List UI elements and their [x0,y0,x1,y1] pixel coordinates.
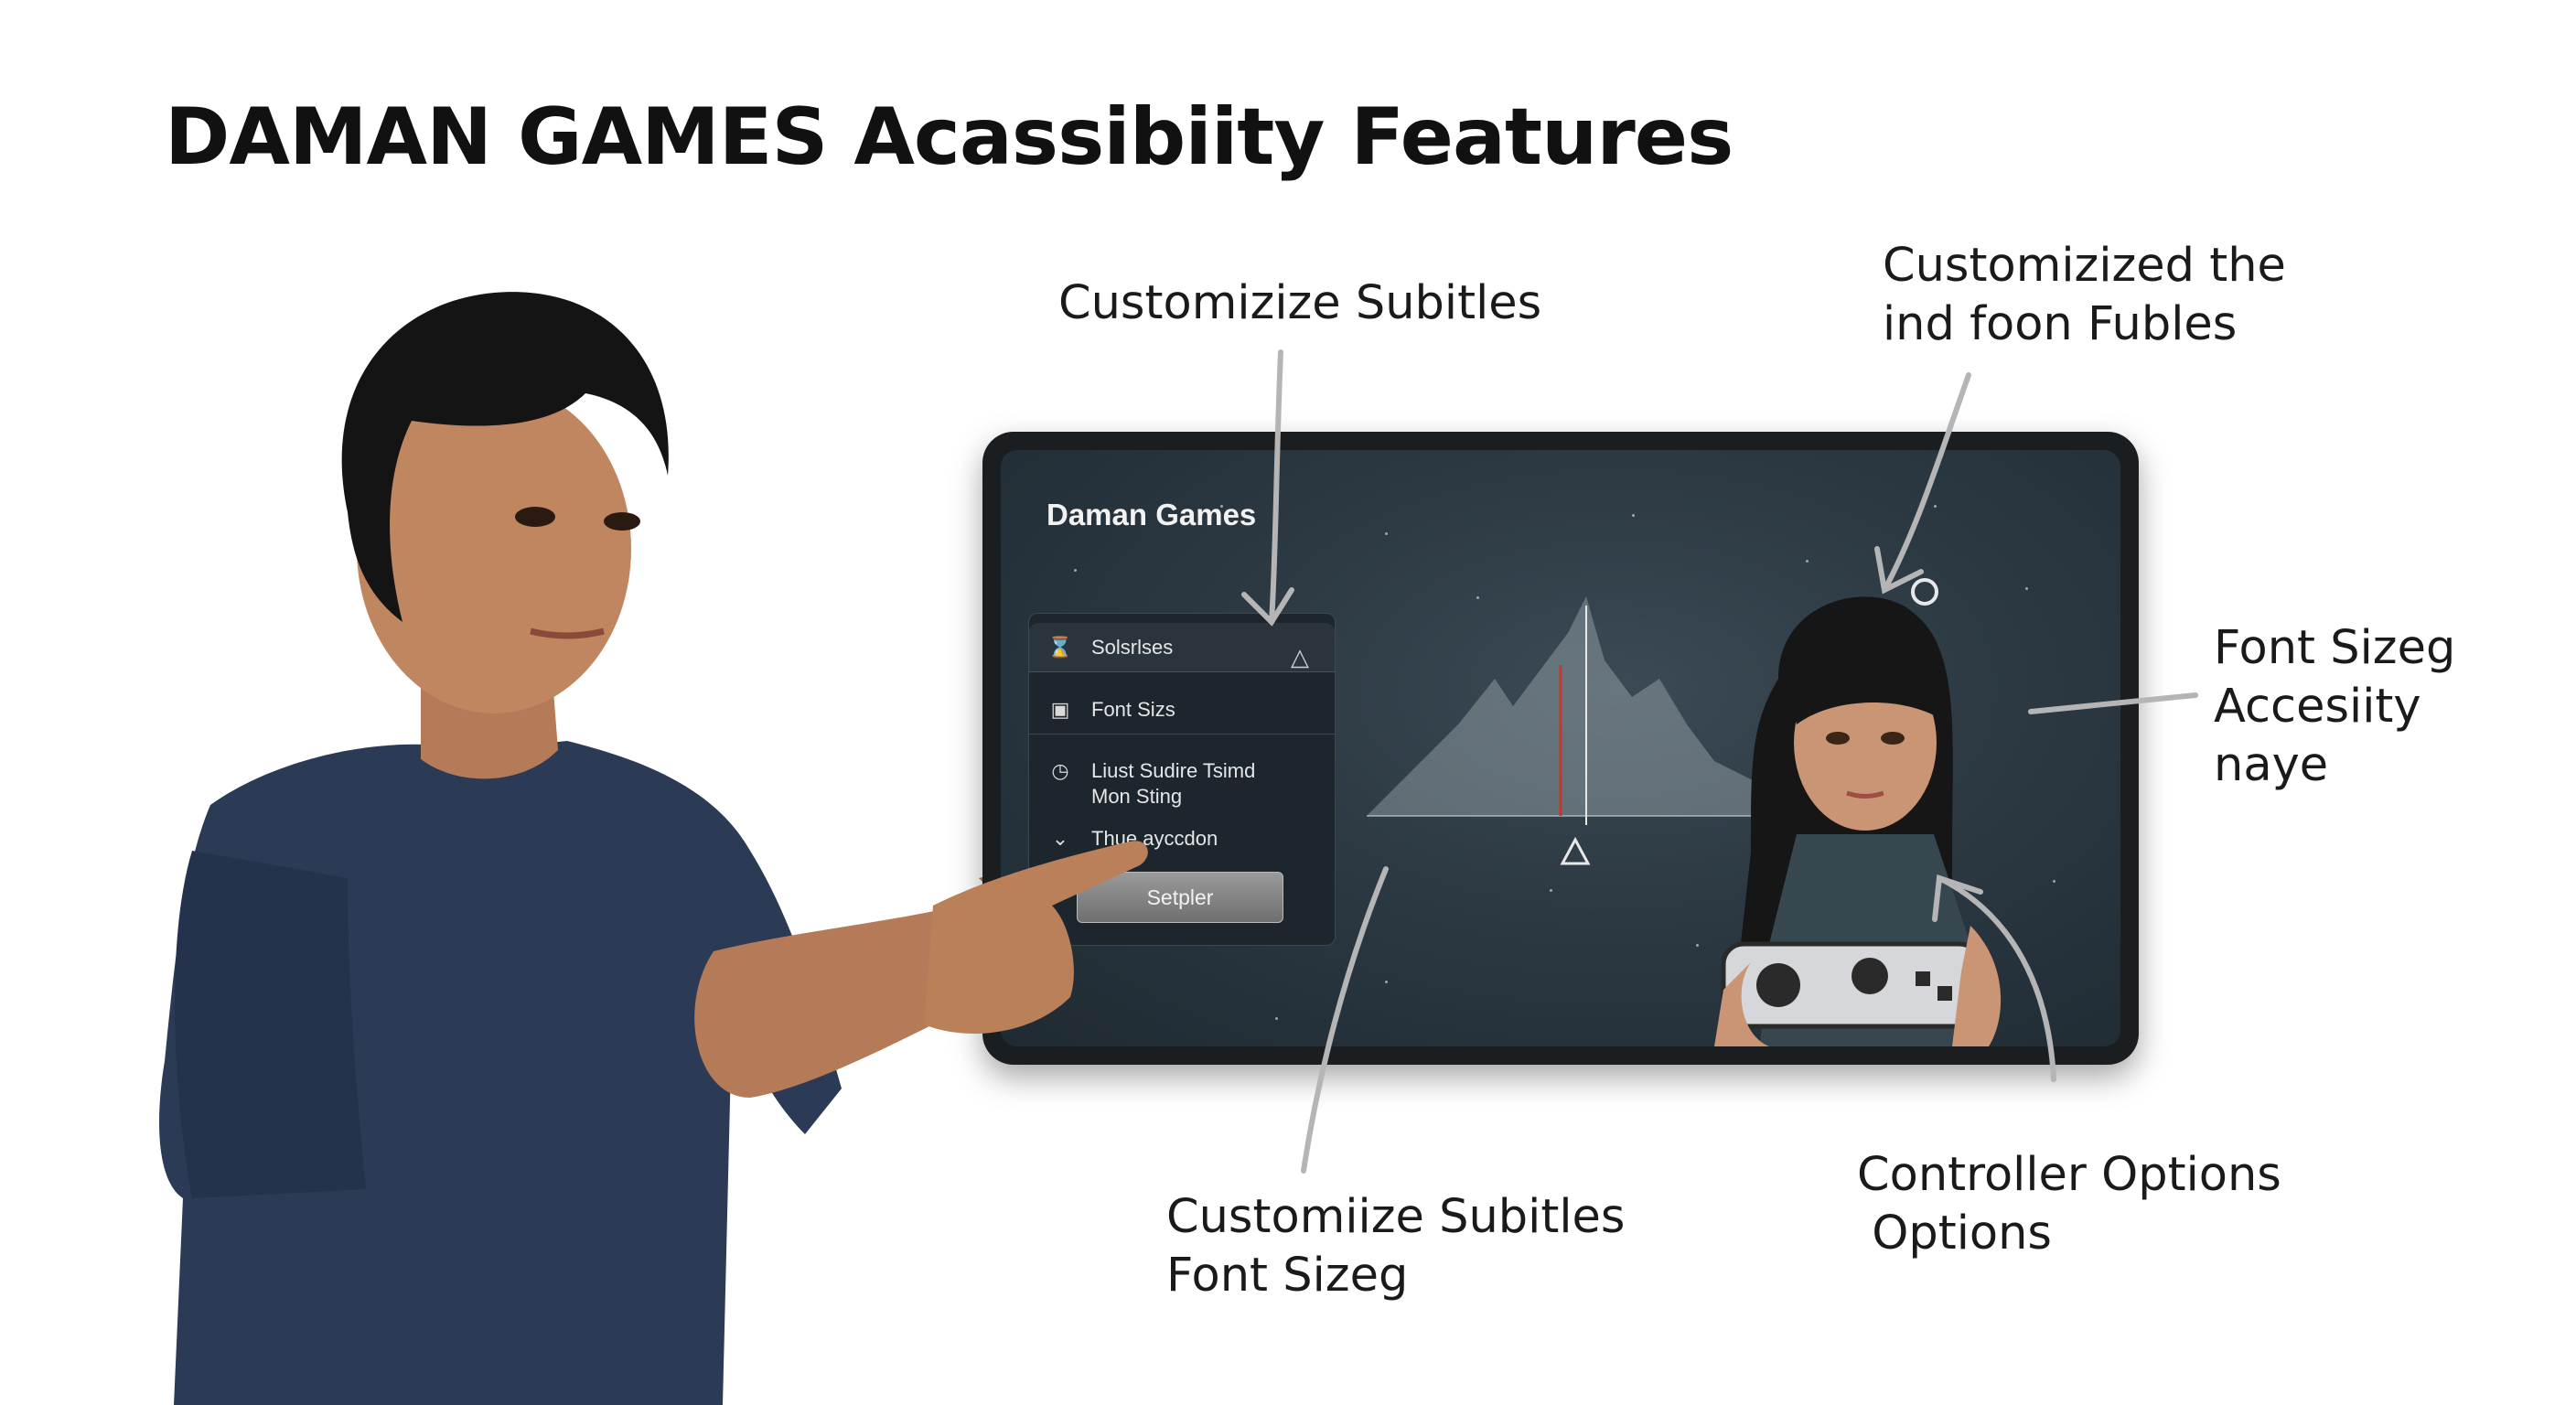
text-size-icon: ▣ [1050,697,1070,721]
callout-line: Accesiity [2214,680,2421,734]
callout-line: Customizized the [1883,239,2286,293]
callout-line: Customizize Subitles [1058,276,1542,330]
setting-item-option[interactable]: ⌄ Thue ayccdon [1029,819,1335,859]
arrow-top-center [1269,349,1283,625]
settings-apply-button[interactable]: Setpler [1077,872,1283,923]
callout-line: Options [1857,1207,2052,1260]
chevron-circle-icon: ⌄ [1051,827,1069,850]
callout-line: ind foon Fubles [1883,297,2238,351]
screen-title: Daman Games [1046,498,1257,531]
indicator-circle-right [1911,578,1938,606]
connector-right [2028,692,2198,714]
arrow-bottom-right [1937,875,2056,1082]
setting-item-subtitles[interactable]: ⌛ Solsrlses △ [1029,623,1335,672]
game-monitor: Daman Games ⌛ Solsrlses △ ▣ Font Sizs ◷ … [982,432,2139,1065]
clock-icon: ◷ [1051,759,1069,782]
game-character-avatar [1714,596,2002,1046]
callout-line: Font Sizeg [1166,1249,1409,1303]
callout-bottom-center: Customiize Subitles Font Sizeg [1166,1188,1625,1305]
callout-line: Font Sizeg [2214,621,2456,675]
setting-label: Font Sizs [1091,697,1175,721]
setting-label: Liust Sudire Tsimd Mon Sting [1091,759,1256,808]
arrow-bottom-center [1301,866,1389,1174]
arrow-head [1241,587,1294,627]
game-screen: Daman Games ⌛ Solsrlses △ ▣ Font Sizs ◷ … [1001,450,2120,1046]
callout-right: Font Sizeg Accesiity naye [2214,619,2455,795]
bell-icon[interactable]: △ [1291,643,1309,670]
page-title: DAMAN GAMES Acassibiity Features [165,91,1733,183]
callout-line: Controller Options [1857,1148,2281,1202]
arrow-top-right [1882,372,1971,593]
hourglass-icon: ⌛ [1047,635,1073,659]
callout-line: Customiize Subitles [1166,1190,1626,1244]
callout-top-center: Customizize Subitles [1058,274,1541,333]
setting-label: Solsrlses [1091,635,1174,659]
callout-top-right: Customizized the ind foon Fubles [1883,237,2286,354]
callout-line: naye [2214,738,2329,792]
warning-triangle-icon [1560,836,1591,865]
callout-bottom-right: Controller Options Options [1857,1146,2281,1263]
setting-item-subtitle-timing[interactable]: ◷ Liust Sudire Tsimd Mon Sting [1029,751,1335,810]
setting-item-font-size[interactable]: ▣ Font Sizs [1029,685,1335,735]
